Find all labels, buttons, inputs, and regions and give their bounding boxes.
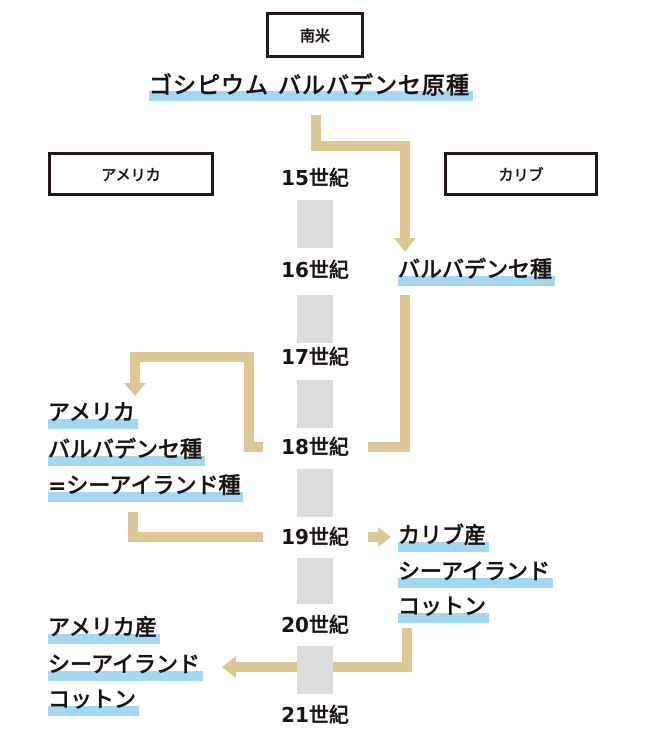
caribbean-sea-island-line-3: コットン	[398, 593, 490, 623]
century-15: 15世紀	[281, 166, 349, 190]
arrow-origin-to-caribbean	[311, 115, 410, 240]
america-barbadense-line-1: アメリカ	[48, 399, 138, 429]
century-21: 21世紀	[281, 703, 349, 727]
arrowhead	[394, 238, 416, 252]
arrowhead	[222, 656, 236, 678]
region-box-south-america: 南米	[266, 12, 364, 58]
arrow-caribbean-to-18c	[368, 295, 410, 452]
america-sea-island-line-2: シーアイランド	[48, 651, 204, 681]
timeline-bar	[297, 558, 333, 604]
century-19: 19世紀	[281, 525, 349, 549]
region-box-america: アメリカ	[48, 152, 214, 196]
century-18: 18世紀	[281, 435, 349, 459]
arrow-18c-to-america	[130, 352, 263, 452]
region-box-caribbean: カリブ	[444, 152, 598, 196]
arrow-america-to-19c	[128, 512, 263, 542]
america-sea-island-line-1: アメリカ産	[48, 614, 160, 644]
century-20: 20世紀	[281, 613, 349, 637]
america-sea-island-line-3: コットン	[48, 686, 140, 716]
timeline-bar	[297, 380, 333, 428]
century-16: 16世紀	[281, 258, 349, 282]
caribbean-sea-island-line-2: シーアイランド	[398, 558, 554, 588]
caribbean-barbadense-label: バルバデンセ種	[398, 256, 556, 286]
arrowhead	[124, 383, 146, 396]
origin-species: ゴシピウム バルバデンセ原種	[149, 71, 474, 101]
century-17: 17世紀	[281, 345, 349, 369]
america-barbadense-line-2: バルバデンセ種	[48, 436, 206, 466]
america-barbadense-line-3: =シーアイランド種	[48, 472, 244, 502]
arrowhead	[378, 527, 391, 547]
timeline-bar	[297, 646, 333, 694]
arrow-caribbean-to-america	[235, 628, 412, 672]
timeline-bar	[297, 200, 333, 248]
timeline-bar	[297, 469, 333, 517]
timeline-bar	[297, 295, 333, 343]
caribbean-sea-island-line-1: カリブ産	[398, 522, 490, 552]
